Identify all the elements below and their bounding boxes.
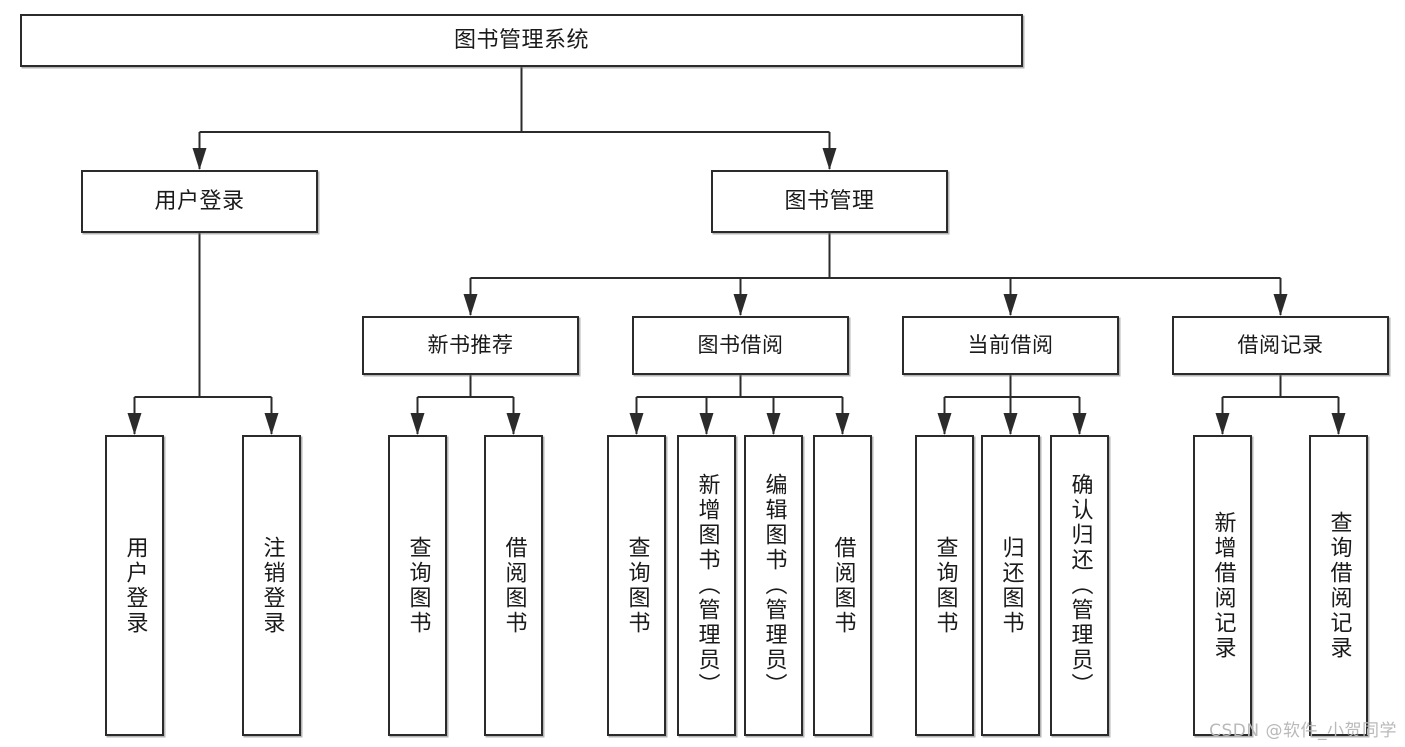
node-label: 查询图书 [624, 535, 650, 636]
node-leaf-confirm-return-admin[interactable]: 确认归还（管理员） [1050, 435, 1109, 736]
node-label: 新增借阅记录 [1210, 510, 1236, 661]
node-leaf-add-borrow-record[interactable]: 新增借阅记录 [1193, 435, 1252, 736]
node-leaf-borrow-book-2[interactable]: 借阅图书 [813, 435, 872, 736]
node-new-book-recommend[interactable]: 新书推荐 [362, 316, 579, 375]
watermark-text: CSDN @软件_小贺同学 [1209, 721, 1397, 741]
node-label: 归还图书 [998, 535, 1024, 636]
node-borrow-record[interactable]: 借阅记录 [1172, 316, 1389, 375]
node-root[interactable]: 图书管理系统 [20, 14, 1023, 67]
node-label: 图书借阅 [697, 333, 784, 358]
node-leaf-query-borrow-record[interactable]: 查询借阅记录 [1309, 435, 1368, 736]
node-label: 编辑图书（管理员） [761, 473, 787, 698]
node-leaf-logout-login[interactable]: 注销登录 [242, 435, 301, 736]
node-leaf-user-login[interactable]: 用户登录 [105, 435, 164, 736]
node-book-management[interactable]: 图书管理 [711, 170, 948, 233]
node-label: 查询图书 [405, 535, 431, 636]
node-label: 借阅图书 [501, 535, 527, 636]
node-label: 查询借阅记录 [1326, 510, 1352, 661]
node-leaf-edit-book-admin[interactable]: 编辑图书（管理员） [744, 435, 803, 736]
node-label: 确认归还（管理员） [1067, 473, 1093, 698]
node-leaf-add-book-admin[interactable]: 新增图书（管理员） [677, 435, 736, 736]
node-label: 当前借阅 [967, 333, 1054, 358]
node-label: 借阅图书 [830, 535, 856, 636]
node-label: 用户登录 [122, 535, 148, 636]
node-leaf-query-book-1[interactable]: 查询图书 [388, 435, 447, 736]
node-current-borrow[interactable]: 当前借阅 [902, 316, 1119, 375]
node-label: 借阅记录 [1237, 333, 1324, 358]
node-leaf-borrow-book-1[interactable]: 借阅图书 [484, 435, 543, 736]
node-leaf-query-book-2[interactable]: 查询图书 [607, 435, 666, 736]
node-label: 新书推荐 [427, 333, 514, 358]
node-label: 用户登录 [154, 188, 245, 214]
node-label: 图书管理 [784, 188, 875, 214]
node-leaf-return-book[interactable]: 归还图书 [981, 435, 1040, 736]
node-leaf-query-book-3[interactable]: 查询图书 [915, 435, 974, 736]
node-label: 新增图书（管理员） [694, 473, 720, 698]
node-label: 注销登录 [259, 535, 285, 636]
node-label: 图书管理系统 [453, 27, 589, 53]
node-user-login[interactable]: 用户登录 [81, 170, 318, 233]
node-book-borrow[interactable]: 图书借阅 [632, 316, 849, 375]
node-label: 查询图书 [932, 535, 958, 636]
